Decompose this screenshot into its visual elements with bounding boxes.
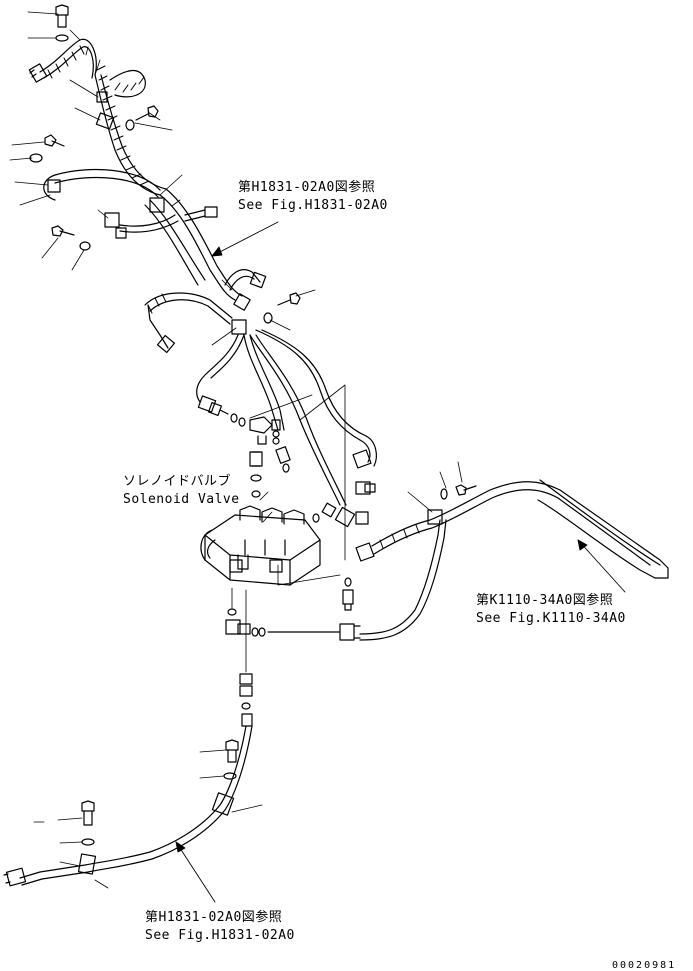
right-hose-run <box>355 479 669 641</box>
reference-h1831-bottom-en: See Fig.H1831-02A0 <box>145 928 295 943</box>
upper-hose-bundle <box>39 38 243 301</box>
leader-lines-top-left <box>9 11 316 346</box>
leader-lines-bottom <box>33 749 263 889</box>
leader-lines-right <box>407 461 463 513</box>
reference-k1110-en: See Fig.K1110-34A0 <box>476 611 626 626</box>
hose-wrap-spirals <box>47 45 167 314</box>
reference-k1110-jp: 第K1110-34A0図参照 <box>476 593 614 608</box>
solenoid-valve-label-jp: ソレノイドバルブ <box>123 474 232 489</box>
hose-clamps <box>47 112 247 335</box>
drawing-id: 00020981 <box>612 960 677 971</box>
mounting-bolts-top <box>29 4 301 324</box>
hose-end-fittings <box>28 63 127 239</box>
solenoid-valve-block <box>200 505 321 586</box>
solenoid-valve-label-en: Solenoid Valve <box>123 492 240 507</box>
right-hose-wraps <box>379 524 420 549</box>
reference-h1831-bottom-jp: 第H1831-02A0図参照 <box>145 910 283 925</box>
reference-h1831-top-jp: 第H1831-02A0図参照 <box>238 180 376 195</box>
leader-lines-valve <box>231 384 346 673</box>
reference-h1831-top-en: See Fig.H1831-02A0 <box>238 198 388 213</box>
lower-hose-run <box>3 725 253 887</box>
reference-arrows <box>175 221 626 903</box>
adapter-fittings <box>197 395 376 611</box>
lower-valve-fittings <box>225 608 361 727</box>
